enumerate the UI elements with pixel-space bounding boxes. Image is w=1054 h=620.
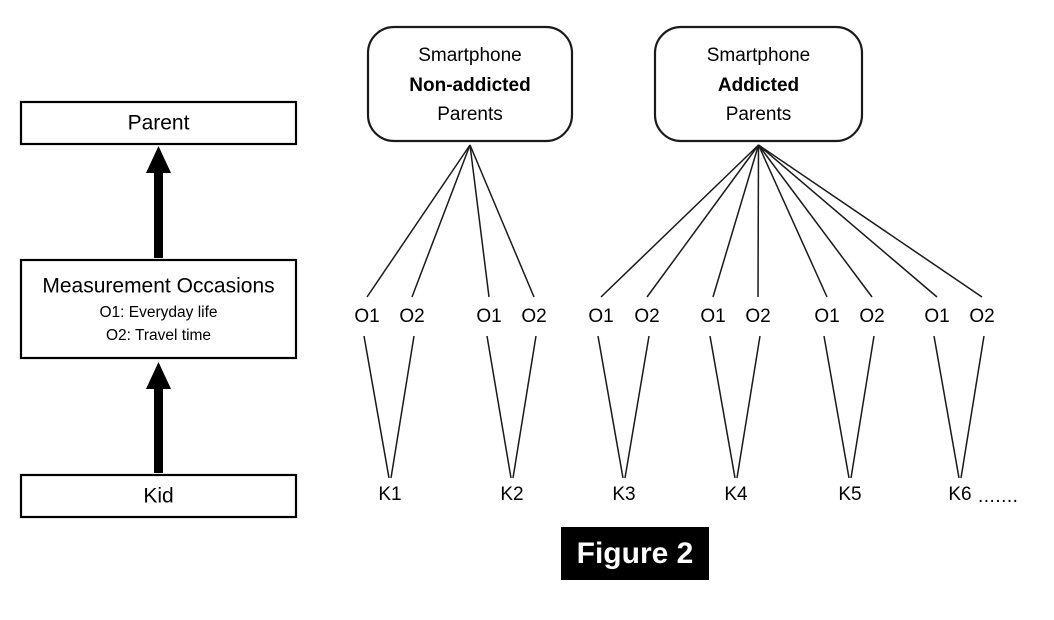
group-non-addicted: Smartphone Non-addicted Parents O1 O2 O1… [354,25,574,505]
kid-node: K1 [378,484,401,505]
kids-ellipsis: ....... [978,486,1018,507]
edge-parent-occasion [712,144,760,298]
edge-parent-occasion [757,144,828,298]
occasion-node: O1 [700,306,725,327]
edge-parent-occasion [758,144,938,298]
occasion-node: O2 [399,306,424,327]
measurement-occasions-box-rect [19,258,298,360]
measurement-occasion-o1-description: O1: Everyday life [99,304,217,321]
edge-occasion-kid [736,335,761,479]
arrow-occasions-to-parent [146,146,171,258]
group-addicted: Smartphone Addicted Parents O1 O2 O1 O2 … [588,25,1018,507]
edge-parent-occasion [469,144,535,298]
edge-parent-occasion [469,144,490,298]
edge-occasion-kid [486,335,512,479]
addicted-parent-to-occasion-edges [600,144,983,298]
kid-node: K4 [724,484,748,505]
occasion-node: O1 [476,306,501,327]
parent-box-rect [19,100,298,146]
addicted-occasion-to-kid-edges [597,335,985,479]
edge-occasion-kid [390,335,415,479]
kid-node: K6 [948,484,971,505]
occasion-node: O2 [745,306,770,327]
arrow-kid-to-occasions [146,362,171,473]
occasion-node: O2 [859,306,884,327]
edge-occasion-kid [709,335,736,479]
edge-parent-occasion [757,144,760,298]
occasion-node: O2 [969,306,994,327]
occasion-node: O2 [521,306,546,327]
addicted-parent-node[interactable] [653,25,864,143]
occasion-node: O1 [814,306,839,327]
occasion-node: O1 [588,306,613,327]
kid-node: K3 [612,484,635,505]
edge-occasion-kid [850,335,875,479]
parent-box-label: Parent [128,112,190,135]
legend-box-parent: Parent [19,100,298,146]
caption-background [561,527,709,580]
kid-node: K2 [500,484,523,505]
occasion-node: O1 [924,306,949,327]
edge-occasion-kid [823,335,850,479]
kid-node: K5 [838,484,861,505]
kid-box-rect [19,473,298,519]
measurement-occasions-label: Measurement Occasions [42,275,274,298]
figure-caption: Figure 2 [561,527,709,580]
occasion-node: O2 [634,306,659,327]
edge-occasion-kid [512,335,537,479]
caption-label: Figure 2 [577,537,694,570]
edge-occasion-kid [363,335,390,479]
edge-parent-occasion [411,144,471,298]
legend-box-measurement-occasions: Measurement Occasions O1: Everyday life … [19,258,298,360]
non-addicted-occasion-to-kid-edges [363,335,537,479]
addicted-title-line1: Smartphone [707,45,811,66]
edge-parent-occasion [366,144,471,298]
edge-occasion-kid [933,335,960,479]
non-addicted-title-line2: Non-addicted [409,75,530,96]
edge-occasion-kid [597,335,624,479]
arrow-head [146,146,171,173]
edge-parent-occasion [646,144,760,298]
measurement-occasion-o2-description: O2: Travel time [106,327,211,344]
edge-occasion-kid [624,335,650,479]
non-addicted-parent-node[interactable] [366,25,574,143]
addicted-title-line2: Addicted [718,75,799,96]
addicted-title-line3: Parents [726,104,791,125]
non-addicted-title-line1: Smartphone [418,45,522,66]
edge-parent-occasion [600,144,760,298]
edge-parent-occasion [757,144,873,298]
non-addicted-title-line3: Parents [437,104,502,125]
legend-box-kid: Kid [19,473,298,519]
arrow-head [146,362,171,389]
occasion-node: O1 [354,306,379,327]
edge-occasion-kid [960,335,985,479]
kid-box-label: Kid [143,485,173,508]
edge-parent-occasion [758,144,983,298]
non-addicted-parent-to-occasion-edges [366,144,535,298]
legend-panel: Parent Measurement Occasions O1: Everyda… [19,100,298,519]
